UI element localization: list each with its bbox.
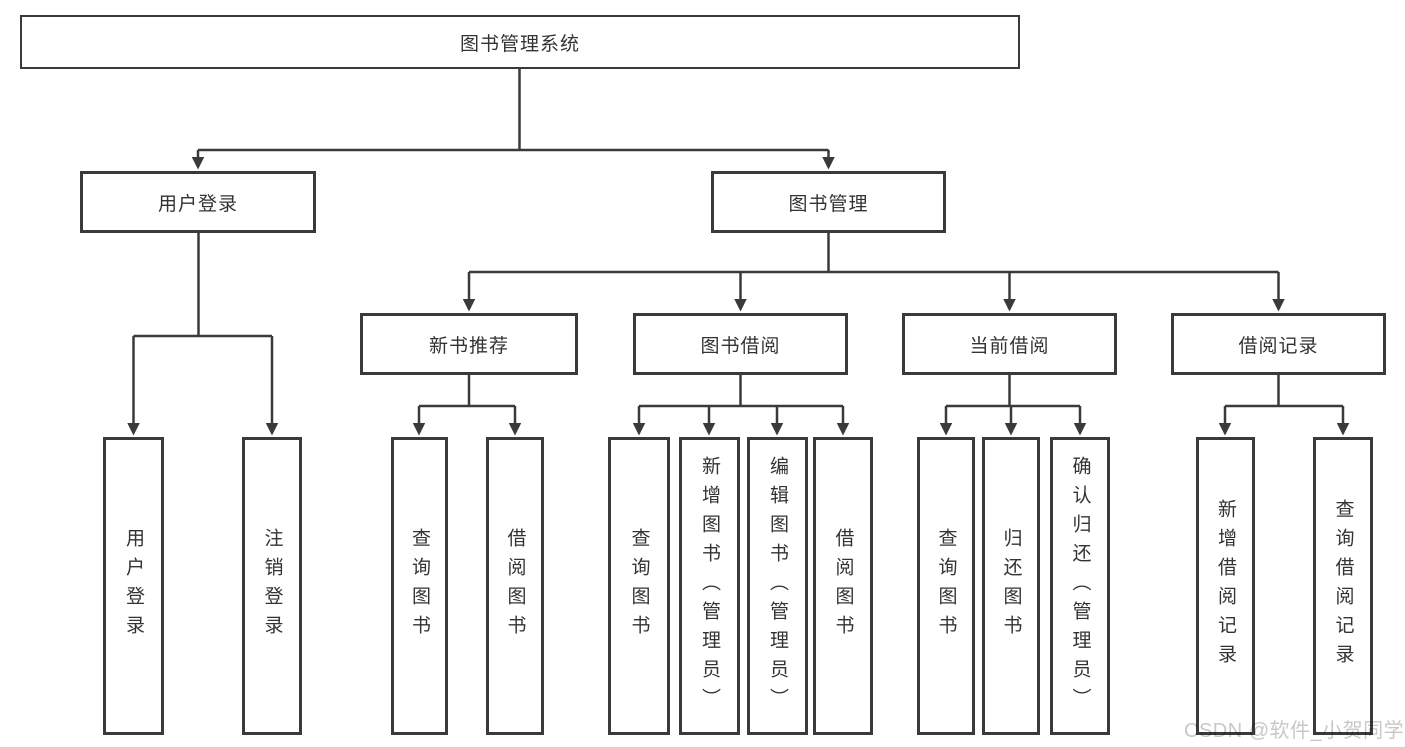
node-borrowing-records: 借阅记录 xyxy=(1171,313,1386,375)
leaf-query-books-borrow: 查询图书 xyxy=(608,437,670,735)
leaf-label: 新增借阅记录 xyxy=(1215,499,1236,673)
leaf-query-books-current: 查询图书 xyxy=(917,437,975,735)
leaf-borrow-books: 借阅图书 xyxy=(813,437,873,735)
leaf-label: 注销登录 xyxy=(261,528,283,644)
leaf-logout-login: 注销登录 xyxy=(242,437,302,735)
leaf-label: 查询图书 xyxy=(628,528,650,644)
leaf-query-books-recommend: 查询图书 xyxy=(391,437,448,735)
leaf-label: 用户登录 xyxy=(123,528,144,644)
connector-rails xyxy=(133,69,1343,408)
node-root-system: 图书管理系统 xyxy=(20,15,1020,69)
leaf-label: 借阅图书 xyxy=(504,528,526,644)
leaf-edit-books-admin: 编辑图书（管理员） xyxy=(747,437,808,735)
csdn-watermark: CSDN @软件_小贺同学 xyxy=(1184,720,1405,742)
leaf-user-login: 用户登录 xyxy=(103,437,164,735)
node-current-borrowing: 当前借阅 xyxy=(902,313,1117,375)
leaf-label: 确认归还（管理员） xyxy=(1069,455,1091,717)
leaf-label: 查询图书 xyxy=(409,528,430,644)
node-new-book-recommendation: 新书推荐 xyxy=(360,313,578,375)
leaf-add-borrow-record: 新增借阅记录 xyxy=(1196,437,1255,735)
leaf-return-books: 归还图书 xyxy=(982,437,1040,735)
node-user-login: 用户登录 xyxy=(80,171,316,233)
leaf-borrow-books-recommend: 借阅图书 xyxy=(486,437,544,735)
leaf-label: 查询图书 xyxy=(935,528,957,644)
leaf-label: 新增图书（管理员） xyxy=(699,455,720,717)
leaf-label: 归还图书 xyxy=(1000,528,1022,644)
leaf-label: 编辑图书（管理员） xyxy=(767,455,788,717)
leaf-label: 借阅图书 xyxy=(832,528,854,644)
node-book-management: 图书管理 xyxy=(711,171,946,233)
leaf-add-books-admin: 新增图书（管理员） xyxy=(679,437,740,735)
node-book-borrowing: 图书借阅 xyxy=(633,313,848,375)
leaf-label: 查询借阅记录 xyxy=(1332,499,1354,673)
leaf-query-borrow-record: 查询借阅记录 xyxy=(1313,437,1373,735)
leaf-confirm-return-admin: 确认归还（管理员） xyxy=(1050,437,1110,735)
